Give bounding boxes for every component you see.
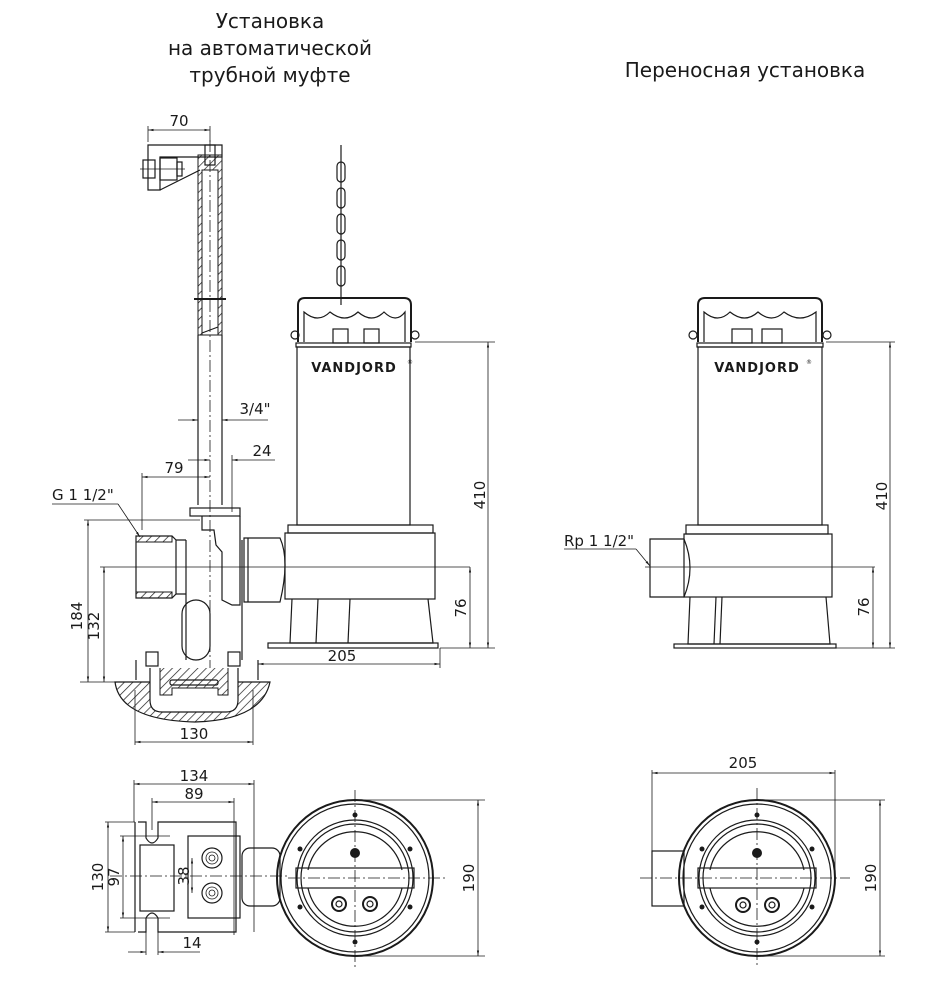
dim-thread-g: G 1 1/2" (52, 486, 141, 538)
auto-coupling-title-line-2: на автоматической (167, 36, 373, 60)
dim-79-label: 79 (164, 459, 183, 477)
dim-89-label: 89 (184, 785, 203, 803)
dim-offset-24: 24 (188, 442, 275, 512)
dim-410-left-label: 410 (471, 481, 489, 510)
dim-410-right-label: 410 (873, 482, 891, 511)
guide-pipe (194, 140, 226, 690)
auto-coupling-title-line-3: трубной муфте (189, 63, 351, 87)
dim-130-top-label: 130 (89, 863, 107, 892)
dim-130-label: 130 (180, 725, 209, 743)
registered-mark-portable: ® (806, 359, 812, 366)
portable-side-view: VANDJORD ® Rp 1 1/2" 410 76 (564, 297, 895, 649)
dim-70-label: 70 (169, 112, 188, 130)
auto-coupling-title-line-1: Установка (215, 9, 325, 33)
registered-mark: ® (407, 359, 413, 366)
coupling-base (80, 651, 271, 723)
guide-bracket (140, 144, 223, 191)
dim-132-label: 132 (85, 612, 103, 641)
portable-title: Переносная установка (624, 58, 866, 82)
auto-coupling-top-view: 134 89 130 97 38 14 (89, 767, 288, 955)
dim-24-label: 24 (252, 442, 271, 460)
dim-76-left-label: 76 (452, 598, 470, 617)
dim-heights: 184 132 (68, 519, 470, 682)
auto-coupling-side-view: 70 3/4" 24 79 (52, 112, 470, 745)
chain-icon (336, 145, 346, 305)
dim-134-label: 134 (180, 767, 209, 785)
dim-190-right-label: 190 (862, 864, 880, 893)
dim-guide-pipe: 3/4" (178, 400, 271, 422)
dim-bracket-width: 70 (147, 112, 211, 142)
dim-190-left-label: 190 (460, 864, 478, 893)
coupling-body (135, 507, 286, 661)
portable-top-view: 205 190 (640, 754, 885, 968)
dim-97-label: 97 (105, 867, 123, 886)
thread-rp-label: Rp 1 1/2" (564, 532, 634, 550)
dim-38-label: 38 (175, 866, 193, 885)
dim-foundation: 130 (134, 690, 254, 745)
pump-top-view-left: 190 (276, 790, 485, 968)
dim-3-4-label: 3/4" (239, 400, 270, 418)
brand-logo: VANDJORD (311, 361, 397, 376)
dim-205-left-label: 205 (328, 647, 357, 665)
thread-g-label: G 1 1/2" (52, 486, 114, 504)
dim-184-label: 184 (68, 602, 86, 631)
dim-205-top-label: 205 (729, 754, 758, 772)
brand-logo-portable: VANDJORD (714, 361, 800, 376)
pump-side-view-left: VANDJORD ® 410 76 205 (258, 145, 495, 668)
dim-offset-79: 79 (141, 459, 210, 530)
auto-coupling-title: Установка на автоматической трубной муфт… (140, 8, 400, 89)
dim-76-right-label: 76 (855, 597, 873, 616)
dim-14-label: 14 (182, 934, 201, 952)
